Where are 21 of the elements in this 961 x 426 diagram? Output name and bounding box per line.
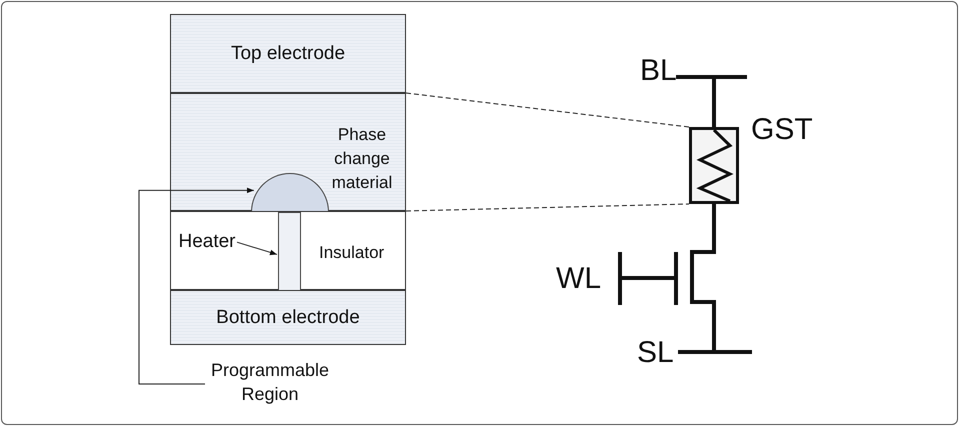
component-label: GST [751, 115, 813, 145]
layer-label: Top electrode [230, 42, 346, 66]
projection-line [406, 92, 690, 128]
layer-label: Insulator [319, 242, 384, 264]
insulator-layer [170, 211, 406, 290]
signal-label: SL [637, 338, 674, 368]
part-label: Programmable Region [205, 358, 335, 410]
leader-line [138, 188, 254, 384]
signal-label: WL [556, 264, 601, 294]
projection-line [406, 204, 690, 212]
dome-shape [251, 173, 329, 212]
leader-line [236, 242, 278, 256]
electrode-layer [170, 14, 406, 93]
signal-label: BL [640, 56, 677, 86]
part-label: Heater [176, 230, 238, 254]
phase-change-layer [170, 93, 406, 211]
electrode-layer [170, 290, 406, 345]
layer-label: Phase change material [330, 124, 394, 194]
heater-pillar [278, 212, 301, 291]
resistor-symbol [689, 127, 739, 204]
layer-label: Bottom electrode [216, 306, 360, 330]
